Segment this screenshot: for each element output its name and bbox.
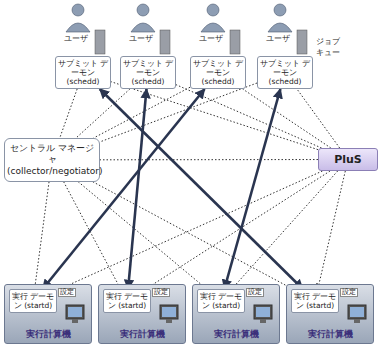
dotted-link <box>57 171 322 290</box>
monitor-icon <box>63 303 89 327</box>
node-text: 実行計算機 <box>193 328 279 341</box>
node-text: サブミット デーモン (schedd) <box>57 59 109 86</box>
node-text: サブミット デーモン (schedd) <box>122 59 174 86</box>
node-text: サブミット デーモン (schedd) <box>192 59 244 86</box>
dotted-link <box>60 89 77 138</box>
node-text: 実行計算機 <box>287 328 373 341</box>
dotted-link <box>176 85 322 148</box>
label: ユーザ <box>266 33 290 44</box>
dotted-link <box>78 182 206 289</box>
exec-daemon-box: 実行 デーモン (startd) <box>291 289 339 313</box>
exec-machine: 実行計算機 実行 デーモン (startd) <box>4 284 92 344</box>
user-figure <box>66 4 90 32</box>
label: ユーザ <box>64 33 88 44</box>
server-icon <box>95 30 105 54</box>
node-text: 実行計算機 <box>99 328 185 341</box>
job-arrow <box>43 89 205 289</box>
dotted-link <box>76 89 130 138</box>
node-text: 実行 デーモン (startd) <box>11 292 55 310</box>
submit-daemon-box: サブミット デーモン (schedd) <box>120 56 176 89</box>
exec-machine: 実行計算機 実行 デーモン (startd) <box>192 284 280 344</box>
node-text: セントラル マネージャ (collector/negotiator) <box>7 143 97 177</box>
node-text: 実行 デーモン (startd) <box>105 292 149 310</box>
dotted-link <box>64 182 121 289</box>
node-text: サブミット デーモン (schedd) <box>259 59 311 86</box>
dotted-link <box>243 89 331 148</box>
exec-machine: 実行計算機 実行 デーモン (startd) <box>286 284 374 344</box>
user-figure <box>268 4 292 32</box>
settings-tag: 設定 <box>58 288 76 297</box>
job-arrow <box>100 89 303 289</box>
server-icon <box>160 30 170 54</box>
dotted-link <box>93 182 293 289</box>
server-icon <box>297 30 307 54</box>
monitor-icon <box>157 303 183 327</box>
dotted-link <box>35 182 49 289</box>
monitor-icon <box>251 303 277 327</box>
exec-machine: 実行計算機 実行 デーモン (startd) <box>98 284 186 344</box>
node-text: 実行 デーモン (startd) <box>199 292 243 310</box>
exec-daemon-box: 実行 デーモン (startd) <box>103 289 151 313</box>
settings-tag: 設定 <box>340 288 358 297</box>
label: ユーザ <box>129 33 153 44</box>
dotted-link <box>100 159 318 160</box>
label: ユーザ <box>199 33 223 44</box>
submit-daemon-box: サブミット デーモン (schedd) <box>257 56 313 89</box>
settings-tag: 設定 <box>152 288 170 297</box>
job-arrow <box>224 89 280 289</box>
dotted-link <box>297 89 340 148</box>
label: ジョブ キュー <box>316 36 346 58</box>
exec-daemon-box: 実行 デーモン (startd) <box>9 289 57 313</box>
user-figure <box>131 4 155 32</box>
node-text: 実行 デーモン (startd) <box>293 292 337 310</box>
user-figure <box>201 4 225 32</box>
job-arrow <box>128 89 146 289</box>
plus-box: PluS <box>318 148 378 171</box>
settings-tag: 設定 <box>246 288 264 297</box>
submit-daemon-box: サブミット デーモン (schedd) <box>55 56 111 89</box>
node-text: PluS <box>321 153 375 166</box>
central-manager-box: セントラル マネージャ (collector/negotiator) <box>4 138 100 182</box>
server-icon <box>230 30 240 54</box>
submit-daemon-box: サブミット デーモン (schedd) <box>190 56 246 89</box>
dotted-link <box>146 171 330 289</box>
dotted-link <box>318 171 346 289</box>
monitor-icon <box>345 303 371 327</box>
exec-daemon-box: 実行 デーモン (startd) <box>197 289 245 313</box>
node-text: 実行計算機 <box>5 328 91 341</box>
